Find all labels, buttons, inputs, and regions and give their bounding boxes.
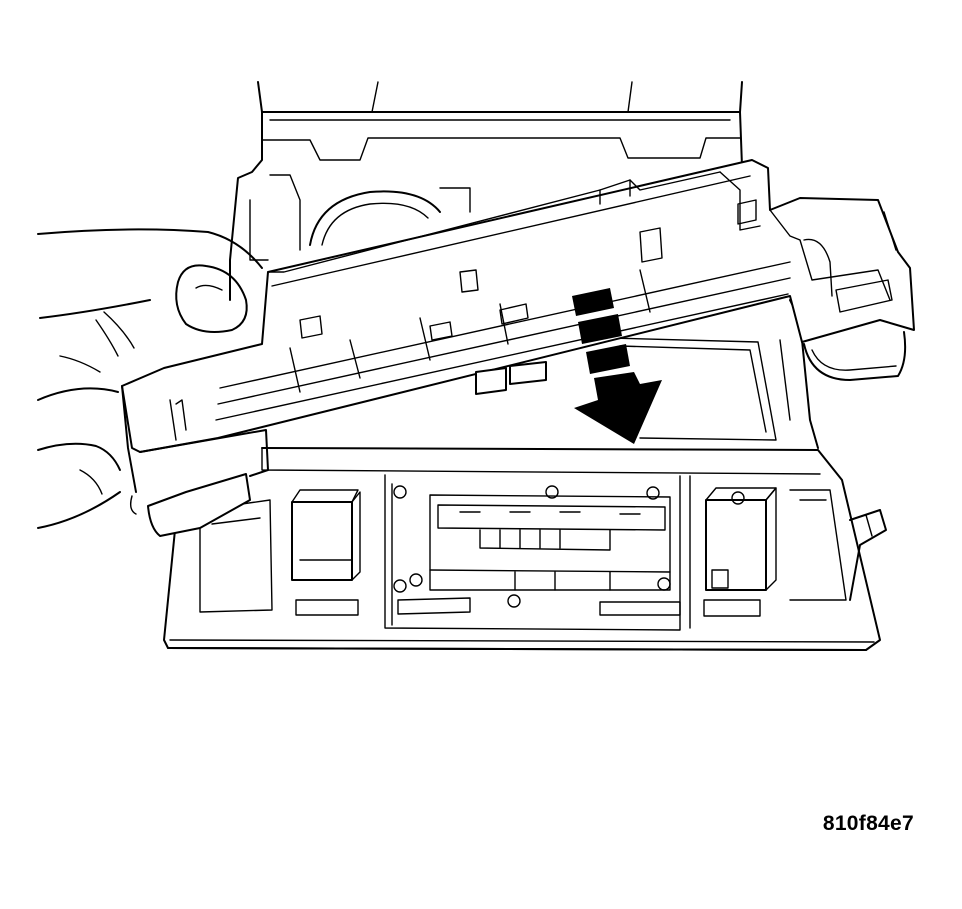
hand (37, 228, 263, 529)
figure-id-label: 810f84e7 (822, 812, 914, 835)
install-direction-arrow (572, 288, 662, 444)
control-module (121, 159, 915, 537)
console-base (163, 447, 887, 651)
console-housing (229, 81, 819, 449)
